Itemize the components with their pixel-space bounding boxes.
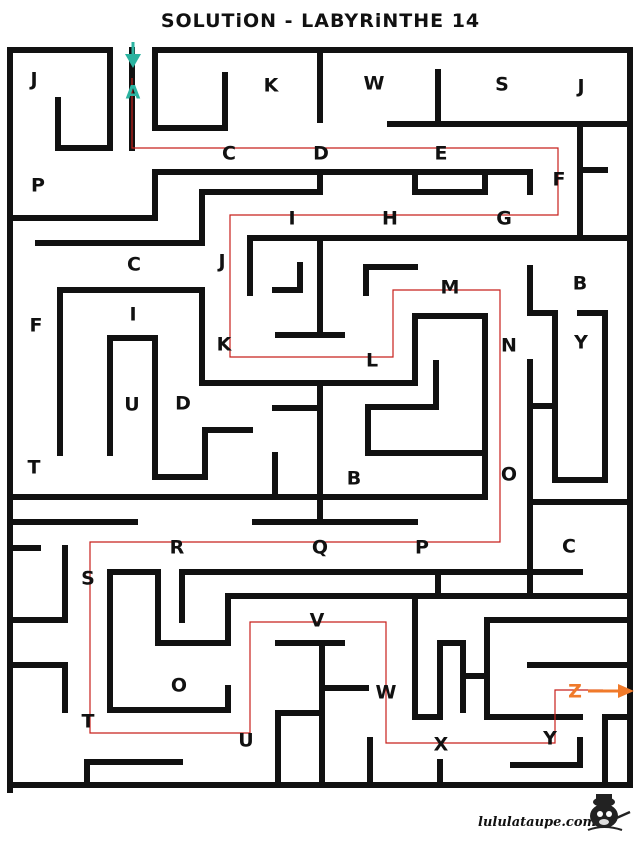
exit-letter: Z bbox=[568, 681, 582, 703]
maze-wall bbox=[107, 569, 583, 713]
exit-arrow-icon bbox=[588, 684, 634, 698]
maze-letter: F bbox=[553, 169, 566, 191]
maze-wall bbox=[7, 545, 68, 623]
maze-wall bbox=[484, 617, 583, 720]
maze-letter: B bbox=[347, 468, 361, 490]
maze-letter: Y bbox=[573, 332, 588, 354]
maze-letter: H bbox=[382, 208, 398, 230]
maze-letter: V bbox=[310, 610, 325, 632]
maze-wall bbox=[527, 265, 608, 483]
maze-wall bbox=[7, 47, 113, 151]
maze-letter: P bbox=[415, 537, 429, 559]
maze-letter: W bbox=[364, 73, 385, 95]
maze-letter: I bbox=[129, 304, 136, 326]
maze-wall bbox=[363, 264, 418, 296]
maze-letter: J bbox=[216, 251, 225, 273]
maze-letter: K bbox=[264, 75, 280, 97]
maze-wall bbox=[412, 169, 488, 195]
maze-letter: P bbox=[31, 175, 45, 197]
maze-letter: S bbox=[495, 74, 509, 96]
maze-wall bbox=[602, 714, 633, 788]
maze-letter: G bbox=[496, 208, 512, 230]
maze-letter: S bbox=[81, 568, 95, 590]
maze-letter: Y bbox=[542, 728, 557, 750]
puzzle-title: SOLUTiON - LABYRiNTHE 14 bbox=[160, 10, 481, 32]
start-arrow-icon bbox=[125, 42, 141, 68]
maze-letter: Q bbox=[312, 537, 328, 559]
maze-wall bbox=[35, 169, 323, 246]
maze-letter: B bbox=[573, 273, 587, 295]
maze-letter: U bbox=[124, 394, 139, 416]
maze-letter: X bbox=[434, 734, 449, 756]
maze-letter: J bbox=[28, 69, 37, 91]
maze-letter: J bbox=[575, 76, 584, 98]
maze-letter: I bbox=[288, 208, 295, 230]
maze-letter: U bbox=[238, 730, 253, 752]
maze-wall bbox=[179, 569, 441, 623]
maze-letter: O bbox=[501, 464, 517, 486]
maze-wall bbox=[107, 685, 231, 713]
maze-letter: T bbox=[82, 711, 95, 733]
maze-wall bbox=[107, 335, 253, 480]
maze-wall bbox=[272, 262, 303, 293]
maze-wall bbox=[7, 662, 68, 713]
maze-letter: C bbox=[127, 254, 141, 276]
mole-mascot-icon bbox=[587, 794, 631, 831]
maze-letter: F bbox=[30, 315, 43, 337]
maze-letter: T bbox=[28, 457, 41, 479]
site-credit: lululataupe.com bbox=[478, 815, 597, 830]
maze-wall bbox=[317, 313, 488, 500]
maze-wall bbox=[84, 759, 183, 788]
maze-letter: N bbox=[501, 335, 517, 357]
maze-letter: M bbox=[441, 277, 460, 299]
maze-letter: C bbox=[222, 143, 236, 165]
maze-letter: O bbox=[171, 675, 187, 697]
maze-letter: R bbox=[170, 537, 185, 559]
maze-letter: W bbox=[376, 682, 397, 704]
maze-letter: D bbox=[175, 393, 191, 415]
maze-letter: K bbox=[217, 334, 233, 356]
maze-letter: D bbox=[313, 143, 329, 165]
maze-wall bbox=[247, 235, 633, 296]
maze-wall bbox=[57, 287, 323, 456]
maze-wall bbox=[7, 169, 533, 221]
maze-wall bbox=[152, 47, 228, 131]
maze-wall bbox=[365, 360, 488, 456]
maze-wall bbox=[412, 597, 466, 720]
start-letter: A bbox=[126, 82, 141, 104]
maze-letter: C bbox=[562, 536, 576, 558]
solution-route bbox=[89, 78, 603, 744]
maze-wall bbox=[275, 710, 325, 788]
maze-wall bbox=[510, 737, 583, 768]
maze-letter: E bbox=[435, 143, 448, 165]
maze-letter: L bbox=[366, 350, 378, 372]
